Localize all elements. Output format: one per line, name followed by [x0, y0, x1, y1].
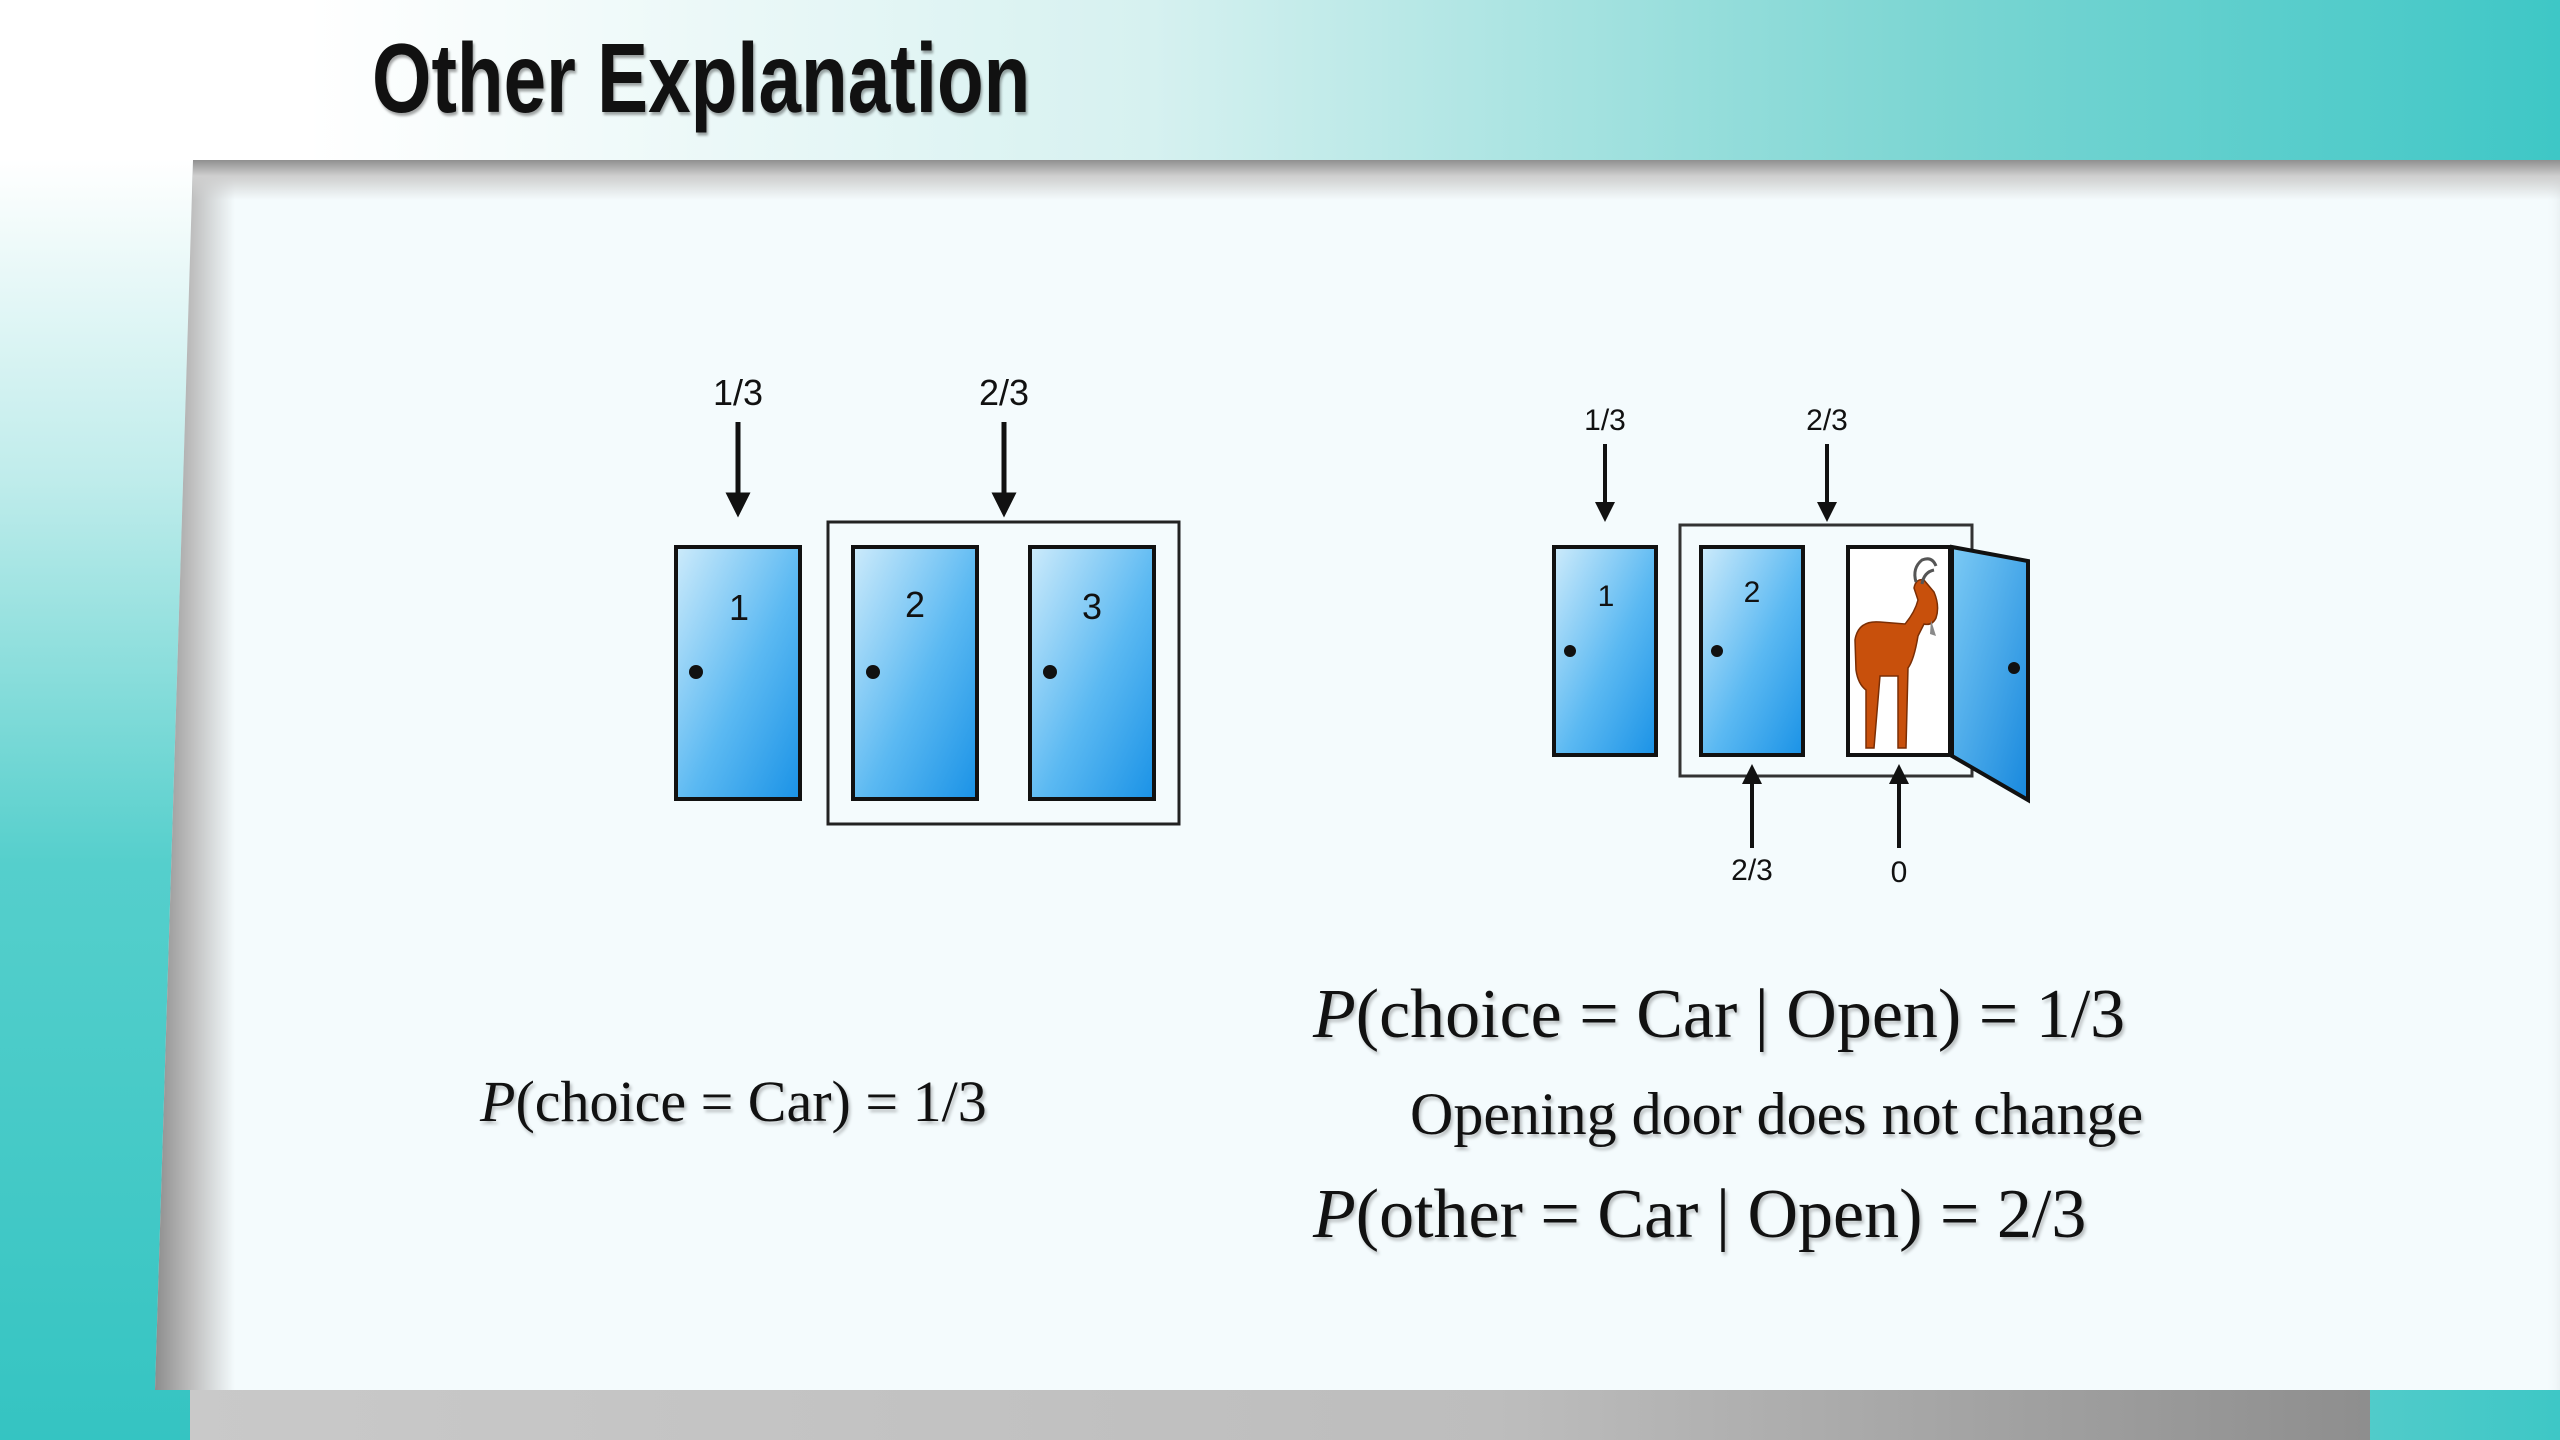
panel-top-shadow [193, 160, 2560, 200]
goat-icon [1854, 557, 1939, 749]
right-door-1: 1 [1552, 545, 1658, 757]
formula-choice-given-open: P(choice = Car | Open) = 1/3 [1313, 975, 2125, 1055]
right-door-2: 2 [1699, 545, 1805, 757]
formula-other-given-open-text: (other = Car | Open) = 2/3 [1355, 1176, 2087, 1253]
right-diagram: 1/3 2/3 1 2 2/3 [1552, 404, 2030, 889]
left-label-single: 1/3 [713, 372, 763, 413]
content-panel [155, 160, 2560, 1390]
right-label-group: 2/3 [1806, 404, 1848, 437]
right-door-1-number: 1 [1598, 580, 1615, 613]
formula-choice-given-open-var: P [1313, 976, 1356, 1053]
right-door-2-number: 2 [1744, 576, 1761, 609]
left-door-3: 3 [1028, 545, 1156, 801]
right-label-closed-bottom: 2/3 [1731, 854, 1773, 887]
left-diagram: 1/3 2/3 1 2 3 [674, 372, 1181, 826]
bottom-bar [190, 1390, 2370, 1440]
note-text: Opening door does not change [1410, 1081, 2144, 1147]
formula-other-given-open: P(other = Car | Open) = 2/3 [1313, 1175, 2086, 1255]
left-door-2: 2 [851, 545, 979, 801]
formula-choice-given-open-text: (choice = Car | Open) = 1/3 [1355, 976, 2126, 1053]
left-group-box [826, 520, 1181, 826]
left-door-3-number: 3 [1082, 586, 1102, 627]
formula-other-given-open-var: P [1313, 1176, 1356, 1253]
right-label-open-bottom: 0 [1891, 856, 1908, 889]
slide-title: Other Explanation [372, 23, 1031, 133]
formula-choice: P(choice = Car) = 1/3 [480, 1068, 987, 1135]
left-door-1: 1 [674, 545, 802, 801]
right-open-doorway [1846, 544, 2030, 804]
left-label-group: 2/3 [979, 372, 1029, 413]
left-door-2-number: 2 [905, 584, 925, 625]
formula-choice-var: P [480, 1069, 516, 1134]
right-label-single: 1/3 [1584, 404, 1626, 437]
open-door-panel [1950, 544, 2030, 804]
left-door-1-number: 1 [729, 587, 749, 628]
formula-choice-text: (choice = Car) = 1/3 [515, 1069, 987, 1134]
